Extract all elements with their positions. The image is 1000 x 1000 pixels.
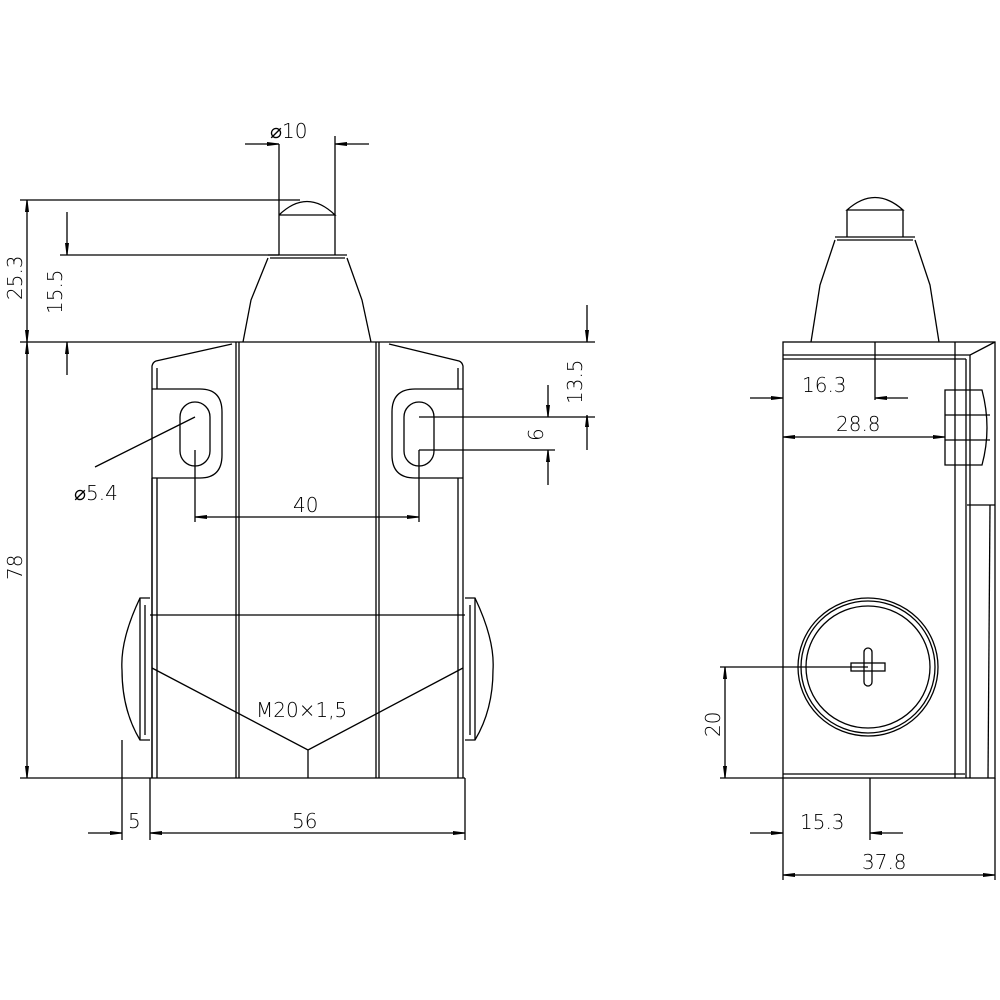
mounting-ear-right (391, 388, 463, 479)
dim-hole-spacing: 40 (293, 493, 318, 517)
dim-slot-offset: 13.5 (563, 359, 587, 404)
cable-gland-right (465, 597, 494, 741)
dim-gland-offset: 15.3 (800, 810, 845, 834)
side-knob (944, 389, 990, 466)
dim-body-depth: 37.8 (862, 850, 907, 874)
thread-label: M20×1,5 (256, 698, 347, 722)
side-view: 16.3 28.8 20 15.3 37.8 (701, 197, 996, 880)
dim-hole-diameter: ⌀5.4 (74, 481, 118, 505)
dim-plunger-diameter: ⌀10 (270, 119, 308, 143)
side-plunger (810, 197, 940, 343)
dim-total-height: 25.3 (3, 255, 27, 300)
dim-plunger-height: 15.5 (43, 269, 67, 314)
dim-gland-height: 20 (701, 712, 725, 737)
front-view: ⌀10 25.3 15.5 78 13.5 6 40 ⌀5.4 M20×1,5 … (3, 119, 595, 840)
dim-gland-protrusion: 5 (128, 809, 141, 833)
dim-knob-offset: 28.8 (836, 412, 881, 436)
cable-gland-left (121, 597, 150, 741)
plunger (242, 201, 372, 343)
front-dimensions (20, 136, 595, 840)
dim-body-width: 56 (292, 809, 317, 833)
dim-plunger-offset: 16.3 (802, 373, 847, 397)
housing (150, 342, 465, 779)
dim-slot-length: 6 (524, 428, 548, 441)
dim-body-height: 78 (3, 555, 27, 580)
side-dimensions (720, 396, 996, 880)
